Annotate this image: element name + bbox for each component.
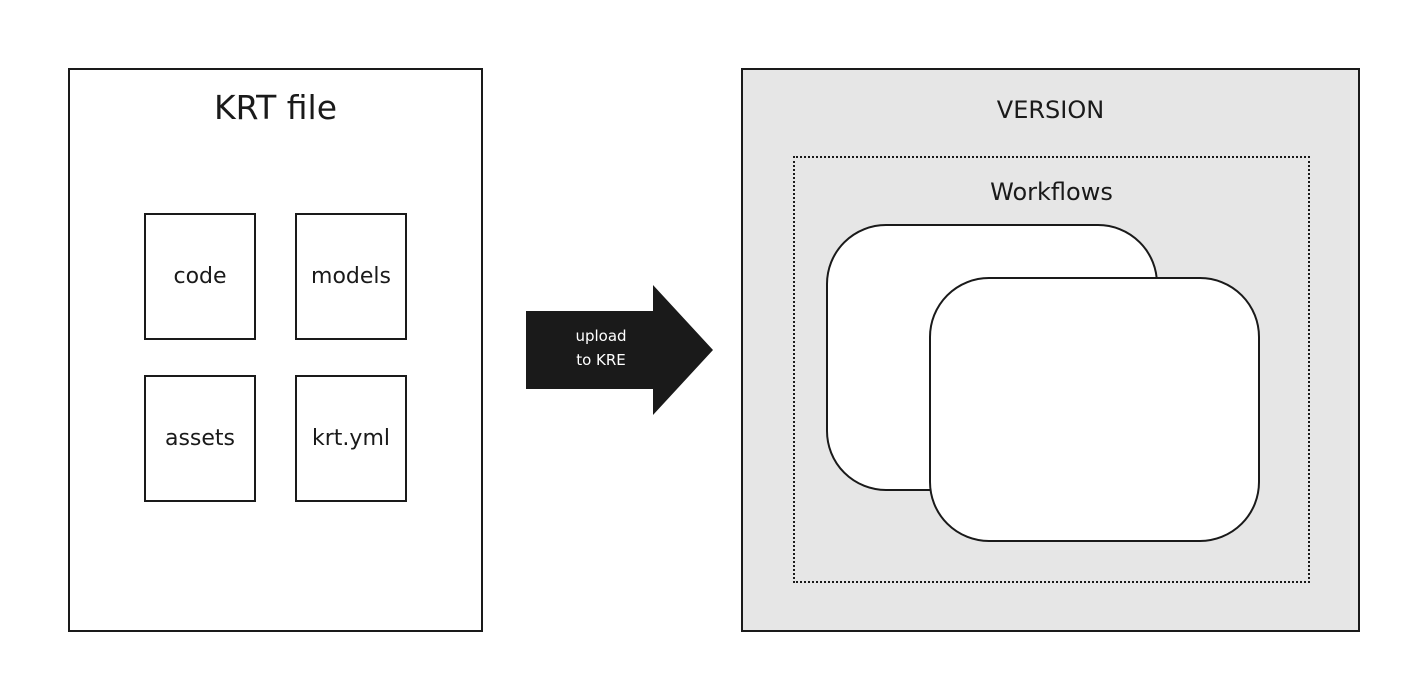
krt-file-title: KRT file [213,88,338,127]
code-box: code [144,213,256,340]
krt-yml-label: krt.yml [312,426,390,451]
krt-yml-box: krt.yml [295,375,407,502]
upload-arrow [526,285,713,415]
upload-arrow-shape [526,285,713,415]
upload-arrow-line2: to KRE [576,351,626,369]
krt-file-panel [68,68,483,632]
version-title: VERSION [996,96,1105,124]
upload-arrow-label: upload to KRE [540,324,662,372]
workflow-card-front [929,277,1260,542]
code-label: code [173,264,227,289]
models-box: models [295,213,407,340]
assets-label: assets [164,426,236,451]
assets-box: assets [144,375,256,502]
upload-arrow-line1: upload [575,327,627,345]
workflows-title: Workflows [990,178,1113,206]
models-label: models [311,264,391,289]
workflows-container [793,156,1310,583]
